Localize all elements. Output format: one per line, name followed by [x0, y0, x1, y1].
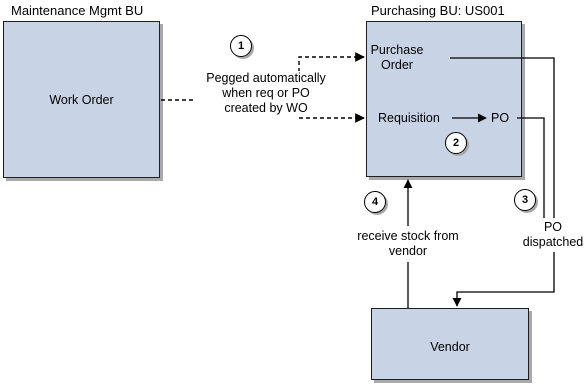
requisition-label: Requisition — [378, 111, 440, 125]
step-4-badge: 4 — [364, 191, 386, 213]
purchase-order-label: Purchase Order — [366, 43, 428, 73]
po-dispatch-line — [517, 117, 545, 218]
po-dispatched-line2: dispatched — [522, 235, 584, 249]
pegged-annotation-line2: when req or PO — [222, 86, 310, 100]
receive-stock-annotation: receive stock from vendor — [346, 229, 470, 259]
vendor-label: Vendor — [430, 340, 470, 354]
receive-stock-line2: vendor — [388, 244, 428, 258]
pegged-annotation: Pegged automatically when req or PO crea… — [196, 71, 336, 116]
purchase-order-label-line1: Purchase — [370, 43, 424, 57]
vendor-box — [371, 308, 529, 380]
work-order-box — [3, 21, 160, 178]
work-order-label: Work Order — [49, 93, 114, 107]
purchase-order-label-line2: Order — [381, 58, 413, 72]
step-1-badge: 1 — [230, 35, 252, 57]
po-dispatched-annotation: PO dispatched — [518, 220, 587, 250]
dispatch-to-vendor-arrow — [452, 252, 555, 307]
po-dispatched-line1: PO — [543, 220, 563, 234]
purchasing-box — [366, 21, 522, 177]
maintenance-bu-heading: Maintenance Mgmt BU — [11, 3, 144, 18]
step-2-badge: 2 — [445, 132, 467, 154]
purchasing-bu-heading: Purchasing BU: US001 — [371, 3, 505, 18]
pegged-annotation-line3: created by WO — [224, 101, 308, 115]
po-label: PO — [491, 111, 510, 125]
receive-stock-line1: receive stock from — [357, 229, 459, 243]
purchase-order-dispatch-line — [450, 57, 555, 218]
pegged-annotation-line1: Pegged automatically — [206, 71, 326, 85]
step-3-badge: 3 — [514, 189, 536, 211]
